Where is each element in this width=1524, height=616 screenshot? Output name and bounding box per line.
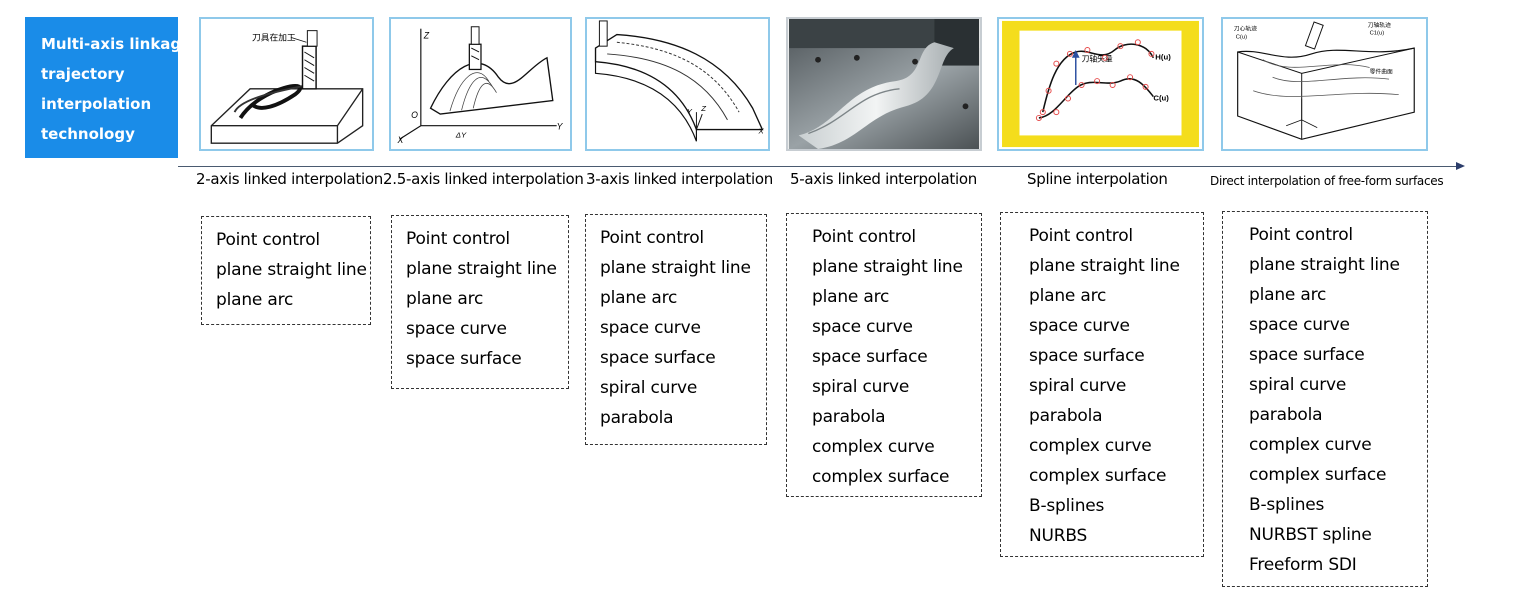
stage-3-capabilities: Point control plane straight line plane … [585, 214, 767, 445]
axis-o-label: O [411, 110, 418, 120]
stage-6-capabilities: Point control plane straight line plane … [1222, 211, 1428, 587]
list-item: plane arc [600, 288, 678, 308]
axis-z-label-3: Z [700, 104, 706, 113]
list-item: Point control [812, 227, 916, 247]
tool-axis-caption: 刀轴矢量 [1082, 54, 1113, 64]
tool-axis-curve-caption: 刀轴轨迹 [1368, 21, 1391, 29]
axis-x-label-3: X [758, 126, 765, 135]
axis-x-label: X [397, 135, 405, 145]
title-line-1: Multi-axis linkage [41, 35, 192, 53]
list-item: plane straight line [406, 259, 557, 279]
list-item: complex surface [1029, 466, 1167, 486]
list-item: space surface [600, 348, 716, 368]
curve-h-label: H(u) [1155, 53, 1171, 62]
list-item: spiral curve [600, 378, 698, 398]
curve-c-label: C(u) [1153, 93, 1169, 102]
timeline-arrow-line [178, 166, 1460, 167]
stage-5-label: Spline interpolation [1027, 170, 1168, 188]
stage-1-label: 2-axis linked interpolation [196, 170, 383, 188]
list-item: spiral curve [1029, 376, 1127, 396]
stage-1-caption: 刀具在加工 [252, 31, 296, 43]
list-item: NURBS [1029, 526, 1088, 546]
title-line-3: interpolation [41, 95, 152, 113]
tool-axis-curve-label: C1(u) [1370, 31, 1385, 37]
freeform-surface-drawing: 刀心轨迹 C(u) 刀轴轨迹 C1(u) 零件曲面 [1234, 21, 1415, 140]
list-item: parabola [1249, 405, 1323, 425]
axis-z-label: Z [423, 30, 430, 40]
list-item: space surface [1029, 346, 1145, 366]
tool-center-curve-label: C(u) [1236, 34, 1247, 40]
list-item: space surface [812, 347, 928, 367]
list-item: parabola [812, 407, 886, 427]
timeline-arrow-head [1456, 162, 1465, 170]
two-half-axis-drawing: Z X Y O ΔY [397, 26, 564, 145]
list-item: Point control [1029, 226, 1133, 246]
list-item: plane arc [216, 290, 294, 310]
list-item: NURBST spline [1249, 525, 1372, 545]
stage-4-capabilities: Point control plane straight line plane … [786, 213, 982, 497]
list-item: plane arc [1029, 286, 1107, 306]
axis-y-label-3: Y [687, 107, 693, 116]
axis-y-label: Y [557, 122, 564, 132]
list-item: complex surface [1249, 465, 1387, 485]
title-box: Multi-axis linkage trajectory interpolat… [25, 17, 192, 158]
list-item: space curve [1249, 315, 1350, 335]
list-item: plane straight line [812, 257, 963, 277]
list-item: plane straight line [216, 260, 367, 280]
list-item: Point control [216, 230, 320, 250]
list-item: complex curve [1249, 435, 1372, 455]
list-item: space curve [1029, 316, 1130, 336]
title-line-2: trajectory [41, 65, 125, 83]
list-item: spiral curve [812, 377, 910, 397]
title-line-4: technology [41, 125, 135, 143]
list-item: spiral curve [1249, 375, 1347, 395]
stage-1-capabilities: Point control plane straight line plane … [201, 216, 371, 325]
list-item: parabola [600, 408, 674, 428]
stage-3-label: 3-axis linked interpolation [586, 170, 773, 188]
list-item: complex curve [1029, 436, 1152, 456]
list-item: plane straight line [600, 258, 751, 278]
stage-3-illustration: Y Z X [585, 17, 770, 151]
list-item: Point control [1249, 225, 1353, 245]
list-item: plane arc [406, 289, 484, 309]
list-item: plane straight line [1249, 255, 1400, 275]
list-item: plane straight line [1029, 256, 1180, 276]
spline-drawing: 刀轴矢量 H(u) C(u) [1002, 20, 1199, 148]
stage-2-illustration: Z X Y O ΔY [389, 17, 572, 151]
list-item: B-splines [1029, 496, 1105, 516]
three-axis-drawing: Y Z X [594, 20, 765, 142]
list-item: B-splines [1249, 495, 1325, 515]
list-item: space curve [600, 318, 701, 338]
list-item: parabola [1029, 406, 1103, 426]
stage-4-label: 5-axis linked interpolation [790, 170, 977, 188]
list-item: complex curve [812, 437, 935, 457]
two-axis-drawing: 刀具在加工 [210, 30, 364, 144]
stage-2-capabilities: Point control plane straight line plane … [391, 215, 569, 389]
list-item: Point control [600, 228, 704, 248]
list-item: space surface [1249, 345, 1365, 365]
part-surface-caption: 零件曲面 [1370, 67, 1393, 75]
list-item: Point control [406, 229, 510, 249]
list-item: plane arc [1249, 285, 1327, 305]
stage-6-label: Direct interpolation of free-form surfac… [1210, 174, 1444, 188]
list-item: Freeform SDI [1249, 555, 1357, 575]
list-item: space surface [406, 349, 522, 369]
stage-5-capabilities: Point control plane straight line plane … [1000, 212, 1204, 557]
stage-2-label: 2.5-axis linked interpolation [383, 170, 584, 188]
five-axis-photo [788, 19, 980, 149]
stage-1-illustration: 刀具在加工 [199, 17, 374, 151]
axis-dy-label: ΔY [455, 130, 467, 139]
list-item: space curve [812, 317, 913, 337]
tool-center-caption: 刀心轨迹 [1234, 25, 1257, 33]
list-item: complex surface [812, 467, 950, 487]
stage-5-illustration: 刀轴矢量 H(u) C(u) [997, 17, 1204, 151]
stage-6-illustration: 刀心轨迹 C(u) 刀轴轨迹 C1(u) 零件曲面 [1221, 17, 1428, 151]
list-item: space curve [406, 319, 507, 339]
stage-4-illustration [786, 17, 982, 151]
list-item: plane arc [812, 287, 890, 307]
